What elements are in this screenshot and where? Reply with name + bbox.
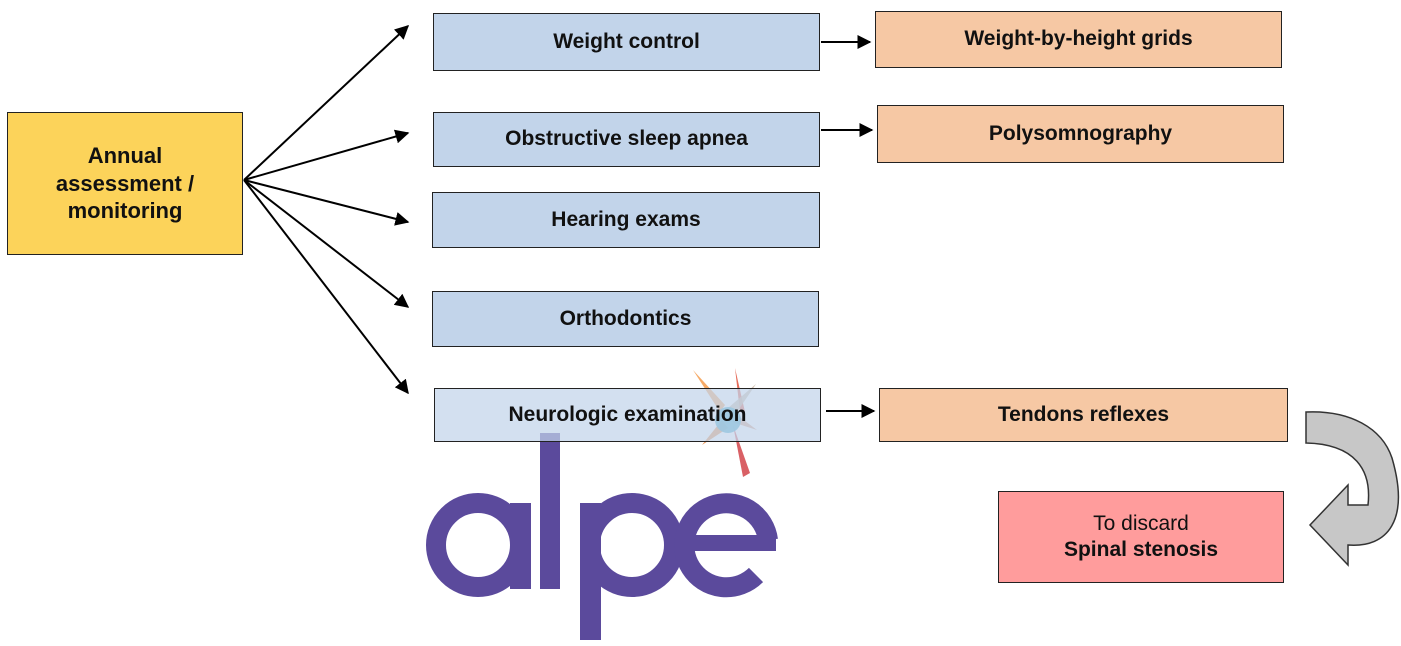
arrow-to-sleep-apnea <box>243 129 410 181</box>
spinal-stenosis-box: To discard Spinal stenosis <box>998 491 1284 583</box>
polysomnography-label: Polysomnography <box>988 121 1173 145</box>
hearing-exams-label: Hearing exams <box>551 207 701 231</box>
tendons-reflexes-box: Tendons reflexes <box>879 388 1288 442</box>
root-line-1: Annual <box>87 143 163 169</box>
outcome-line-2: Spinal stenosis <box>1063 538 1219 561</box>
weight-by-height-grids-box: Weight-by-height grids <box>875 11 1282 68</box>
polysomnography-box: Polysomnography <box>877 105 1284 163</box>
orthodontics-label: Orthodontics <box>559 306 692 330</box>
weight-grids-label: Weight-by-height grids <box>964 27 1193 51</box>
orthodontics-box: Orthodontics <box>432 291 819 347</box>
annual-assessment-box: Annual assessment / monitoring <box>7 112 243 255</box>
tendons-reflexes-label: Tendons reflexes <box>997 402 1170 426</box>
arrow-to-hearing-exams <box>243 179 410 226</box>
obstructive-sleep-apnea-box: Obstructive sleep apnea <box>433 112 820 167</box>
arrow-to-weight-control <box>243 25 410 181</box>
sleep-apnea-label: Obstructive sleep apnea <box>505 127 748 151</box>
outcome-line-1: To discard <box>1093 511 1189 535</box>
root-line-2: assessment / <box>55 170 195 196</box>
neurologic-examination-box: Neurologic examination <box>434 388 821 442</box>
arrow-to-neurologic <box>243 179 409 395</box>
logo-wordmark <box>426 433 778 640</box>
curved-arrow-to-stenosis <box>1305 411 1400 567</box>
root-line-3: monitoring <box>67 198 183 224</box>
weight-control-box: Weight control <box>433 13 820 71</box>
neurologic-examination-label: Neurologic examination <box>508 402 747 426</box>
hearing-exams-box: Hearing exams <box>432 192 820 248</box>
weight-control-label: Weight control <box>553 29 700 53</box>
arrow-to-orthodontics <box>243 179 410 308</box>
